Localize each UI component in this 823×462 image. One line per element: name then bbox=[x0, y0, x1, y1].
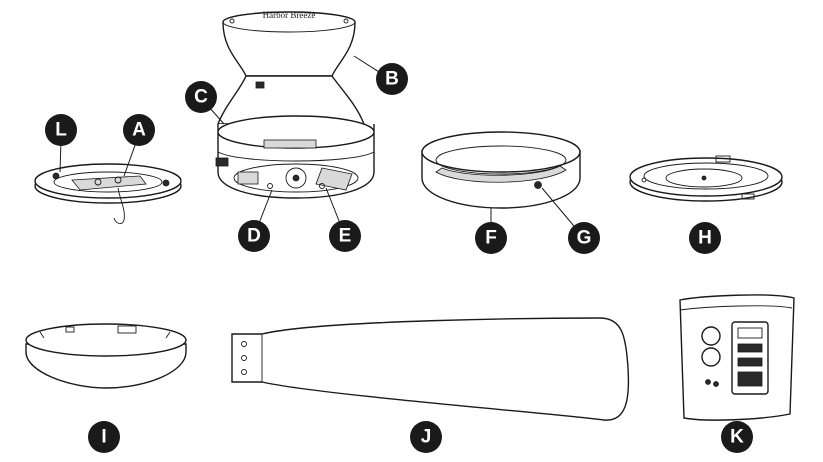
label-D-text: D bbox=[247, 226, 261, 247]
label-A-text: A bbox=[132, 120, 146, 141]
label-H-text: H bbox=[698, 228, 712, 249]
label-G: G bbox=[568, 222, 600, 254]
label-L: L bbox=[45, 114, 77, 146]
label-D: D bbox=[238, 220, 270, 252]
label-C-text: C bbox=[194, 87, 208, 108]
label-B: B bbox=[376, 63, 408, 95]
label-E: E bbox=[329, 220, 361, 252]
part-light-ring bbox=[421, 131, 581, 209]
label-F: F bbox=[475, 222, 507, 254]
part-motor-housing: Harbor Breeze bbox=[215, 10, 375, 199]
label-G-text: G bbox=[577, 228, 592, 249]
part-remote-bag bbox=[679, 294, 795, 421]
part-glass-dome bbox=[25, 323, 187, 389]
part-light-plate bbox=[629, 155, 783, 202]
label-F-text: F bbox=[485, 228, 497, 249]
label-J: J bbox=[410, 421, 442, 453]
brand-text: Harbor Breeze bbox=[263, 10, 316, 20]
label-L-text: L bbox=[55, 120, 67, 141]
label-I-text: I bbox=[101, 427, 106, 448]
label-E-text: E bbox=[339, 226, 352, 247]
label-B-text: B bbox=[385, 69, 399, 90]
label-K-text: K bbox=[730, 427, 744, 448]
label-C: C bbox=[185, 81, 217, 113]
label-J-text: J bbox=[421, 427, 432, 448]
label-H: H bbox=[689, 222, 721, 254]
part-fan-blade bbox=[231, 317, 630, 421]
label-A: A bbox=[123, 114, 155, 146]
part-mounting-bracket bbox=[34, 163, 182, 225]
label-I: I bbox=[88, 421, 120, 453]
label-K: K bbox=[721, 421, 753, 453]
